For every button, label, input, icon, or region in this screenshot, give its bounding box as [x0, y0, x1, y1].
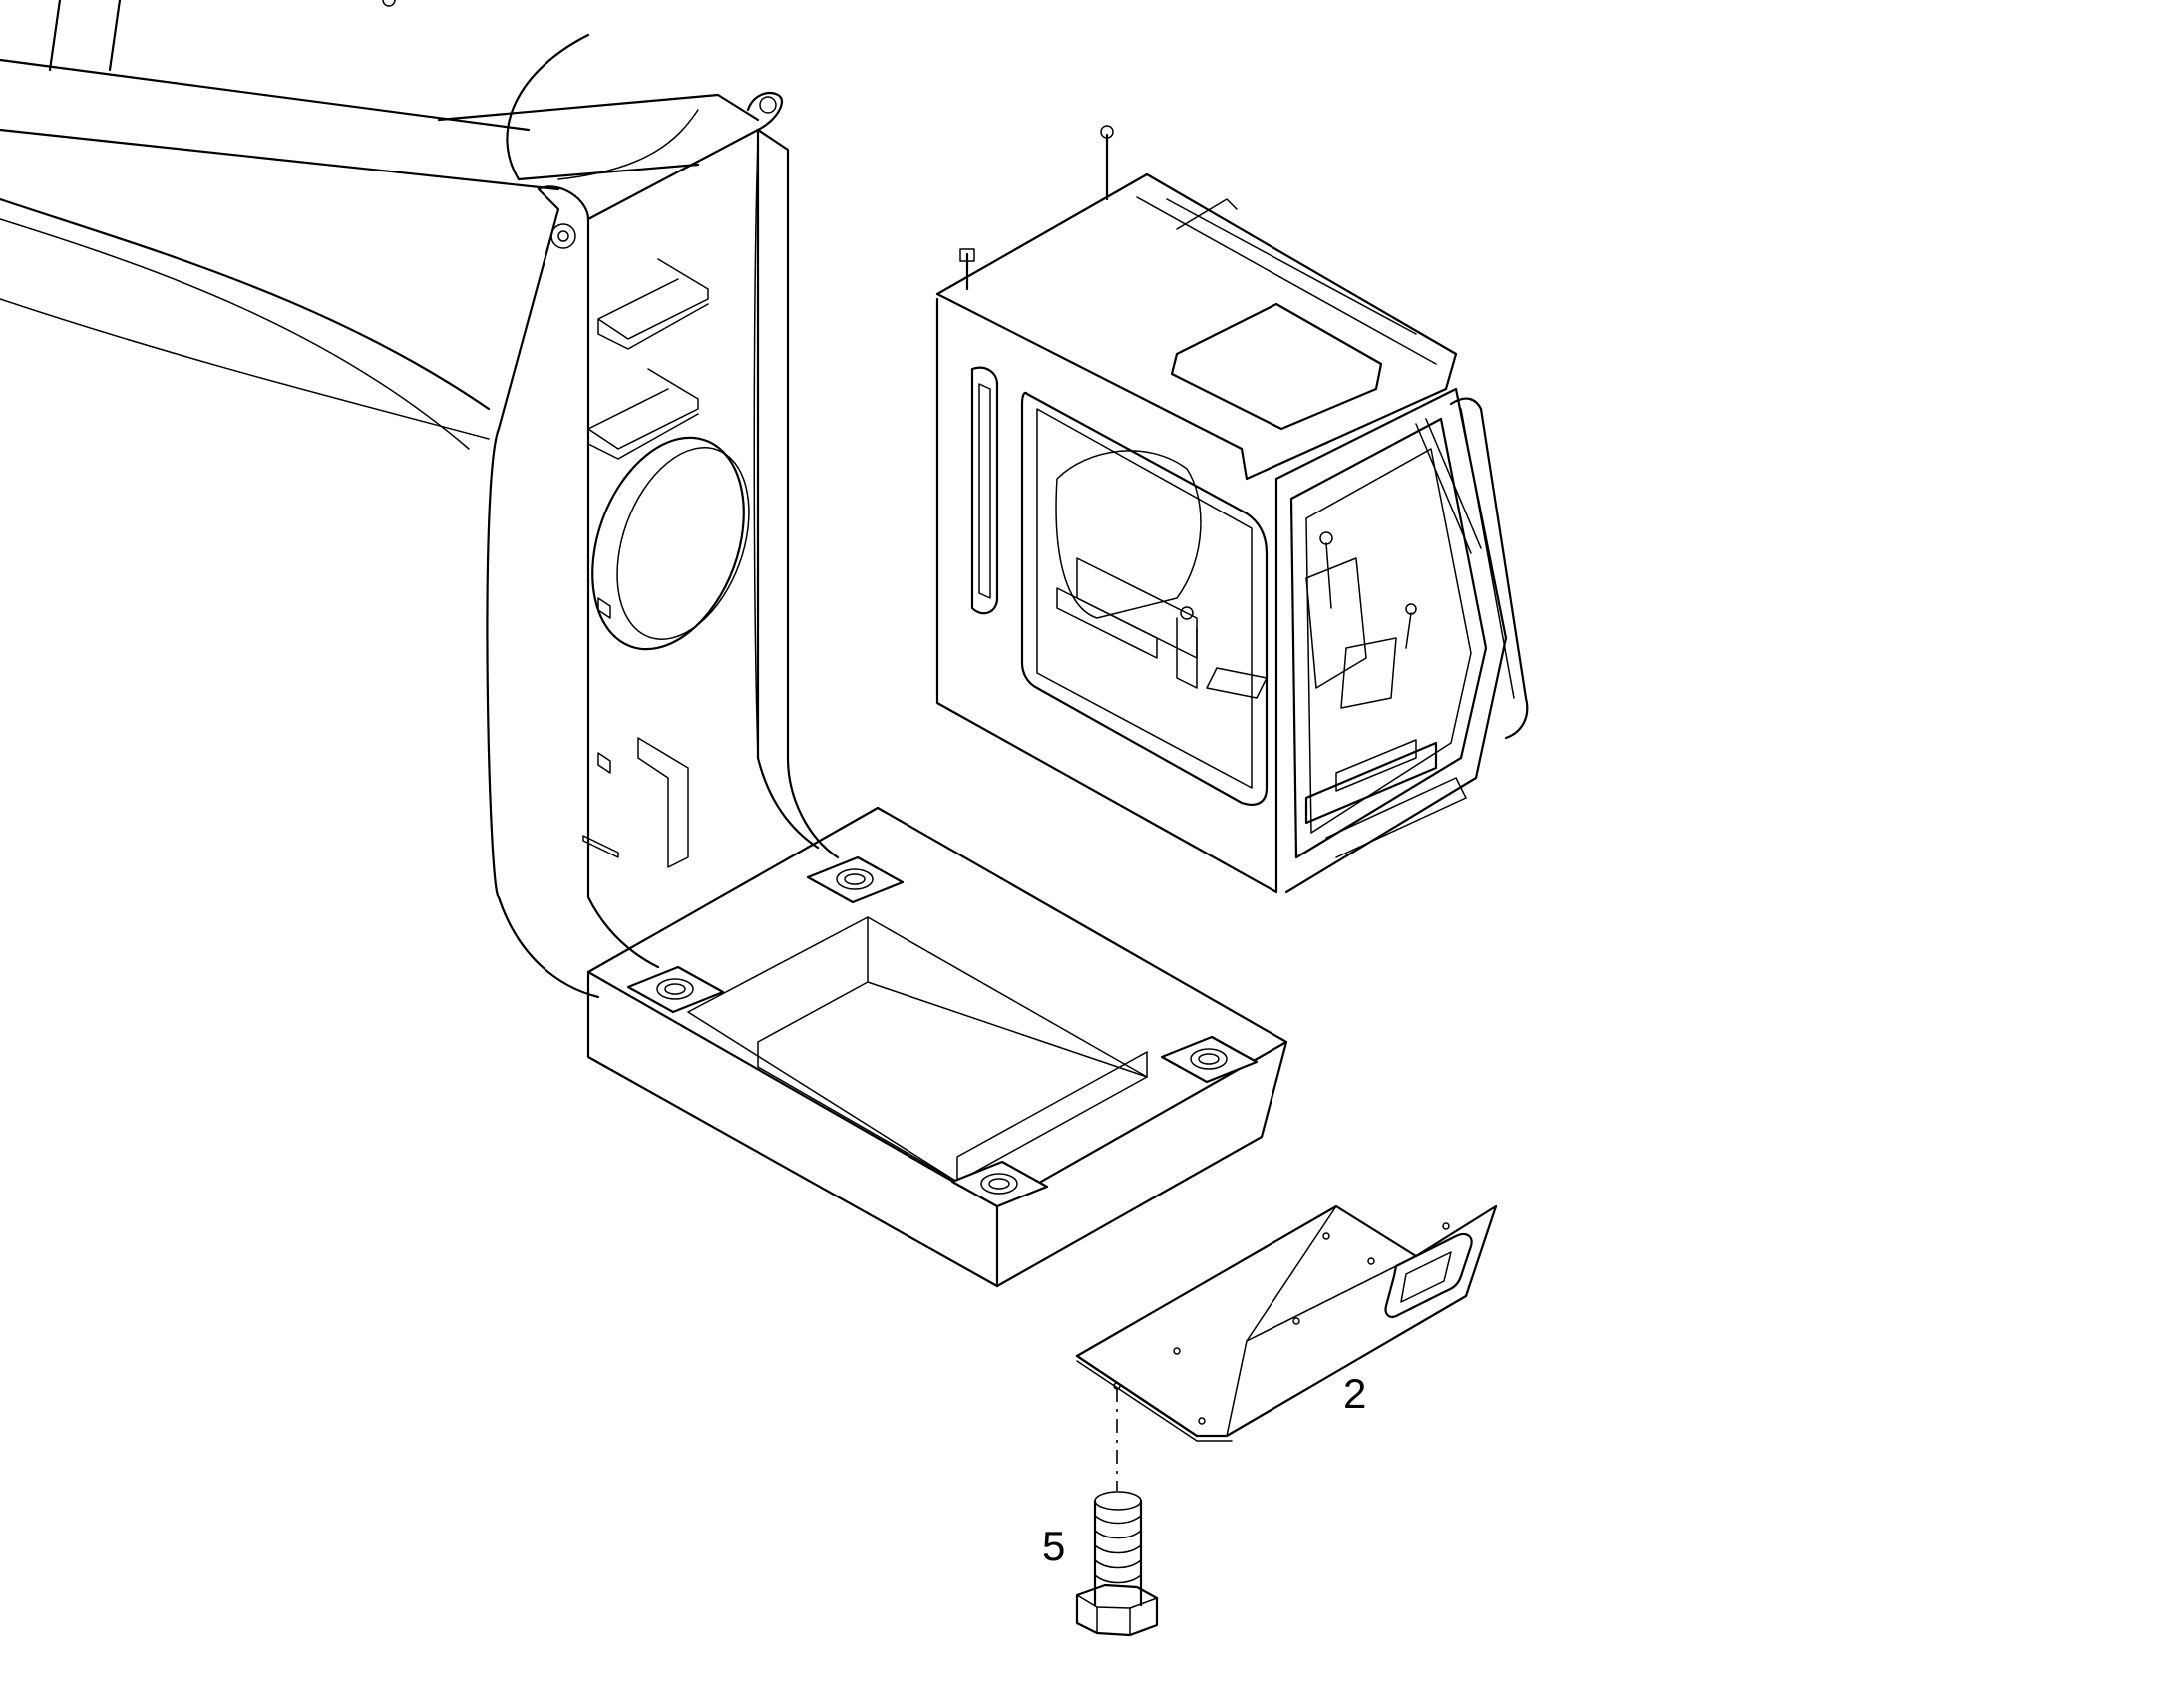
- boom-arm: [0, 0, 840, 999]
- callout-part-2: 2: [1343, 1370, 1366, 1417]
- hex-bolt: [1075, 1491, 1159, 1637]
- cab-support-base: [586, 806, 1288, 1288]
- callout-part-5: 5: [1042, 1523, 1065, 1569]
- operator-cab: [935, 125, 1529, 894]
- cover-plate: [1075, 1204, 1498, 1442]
